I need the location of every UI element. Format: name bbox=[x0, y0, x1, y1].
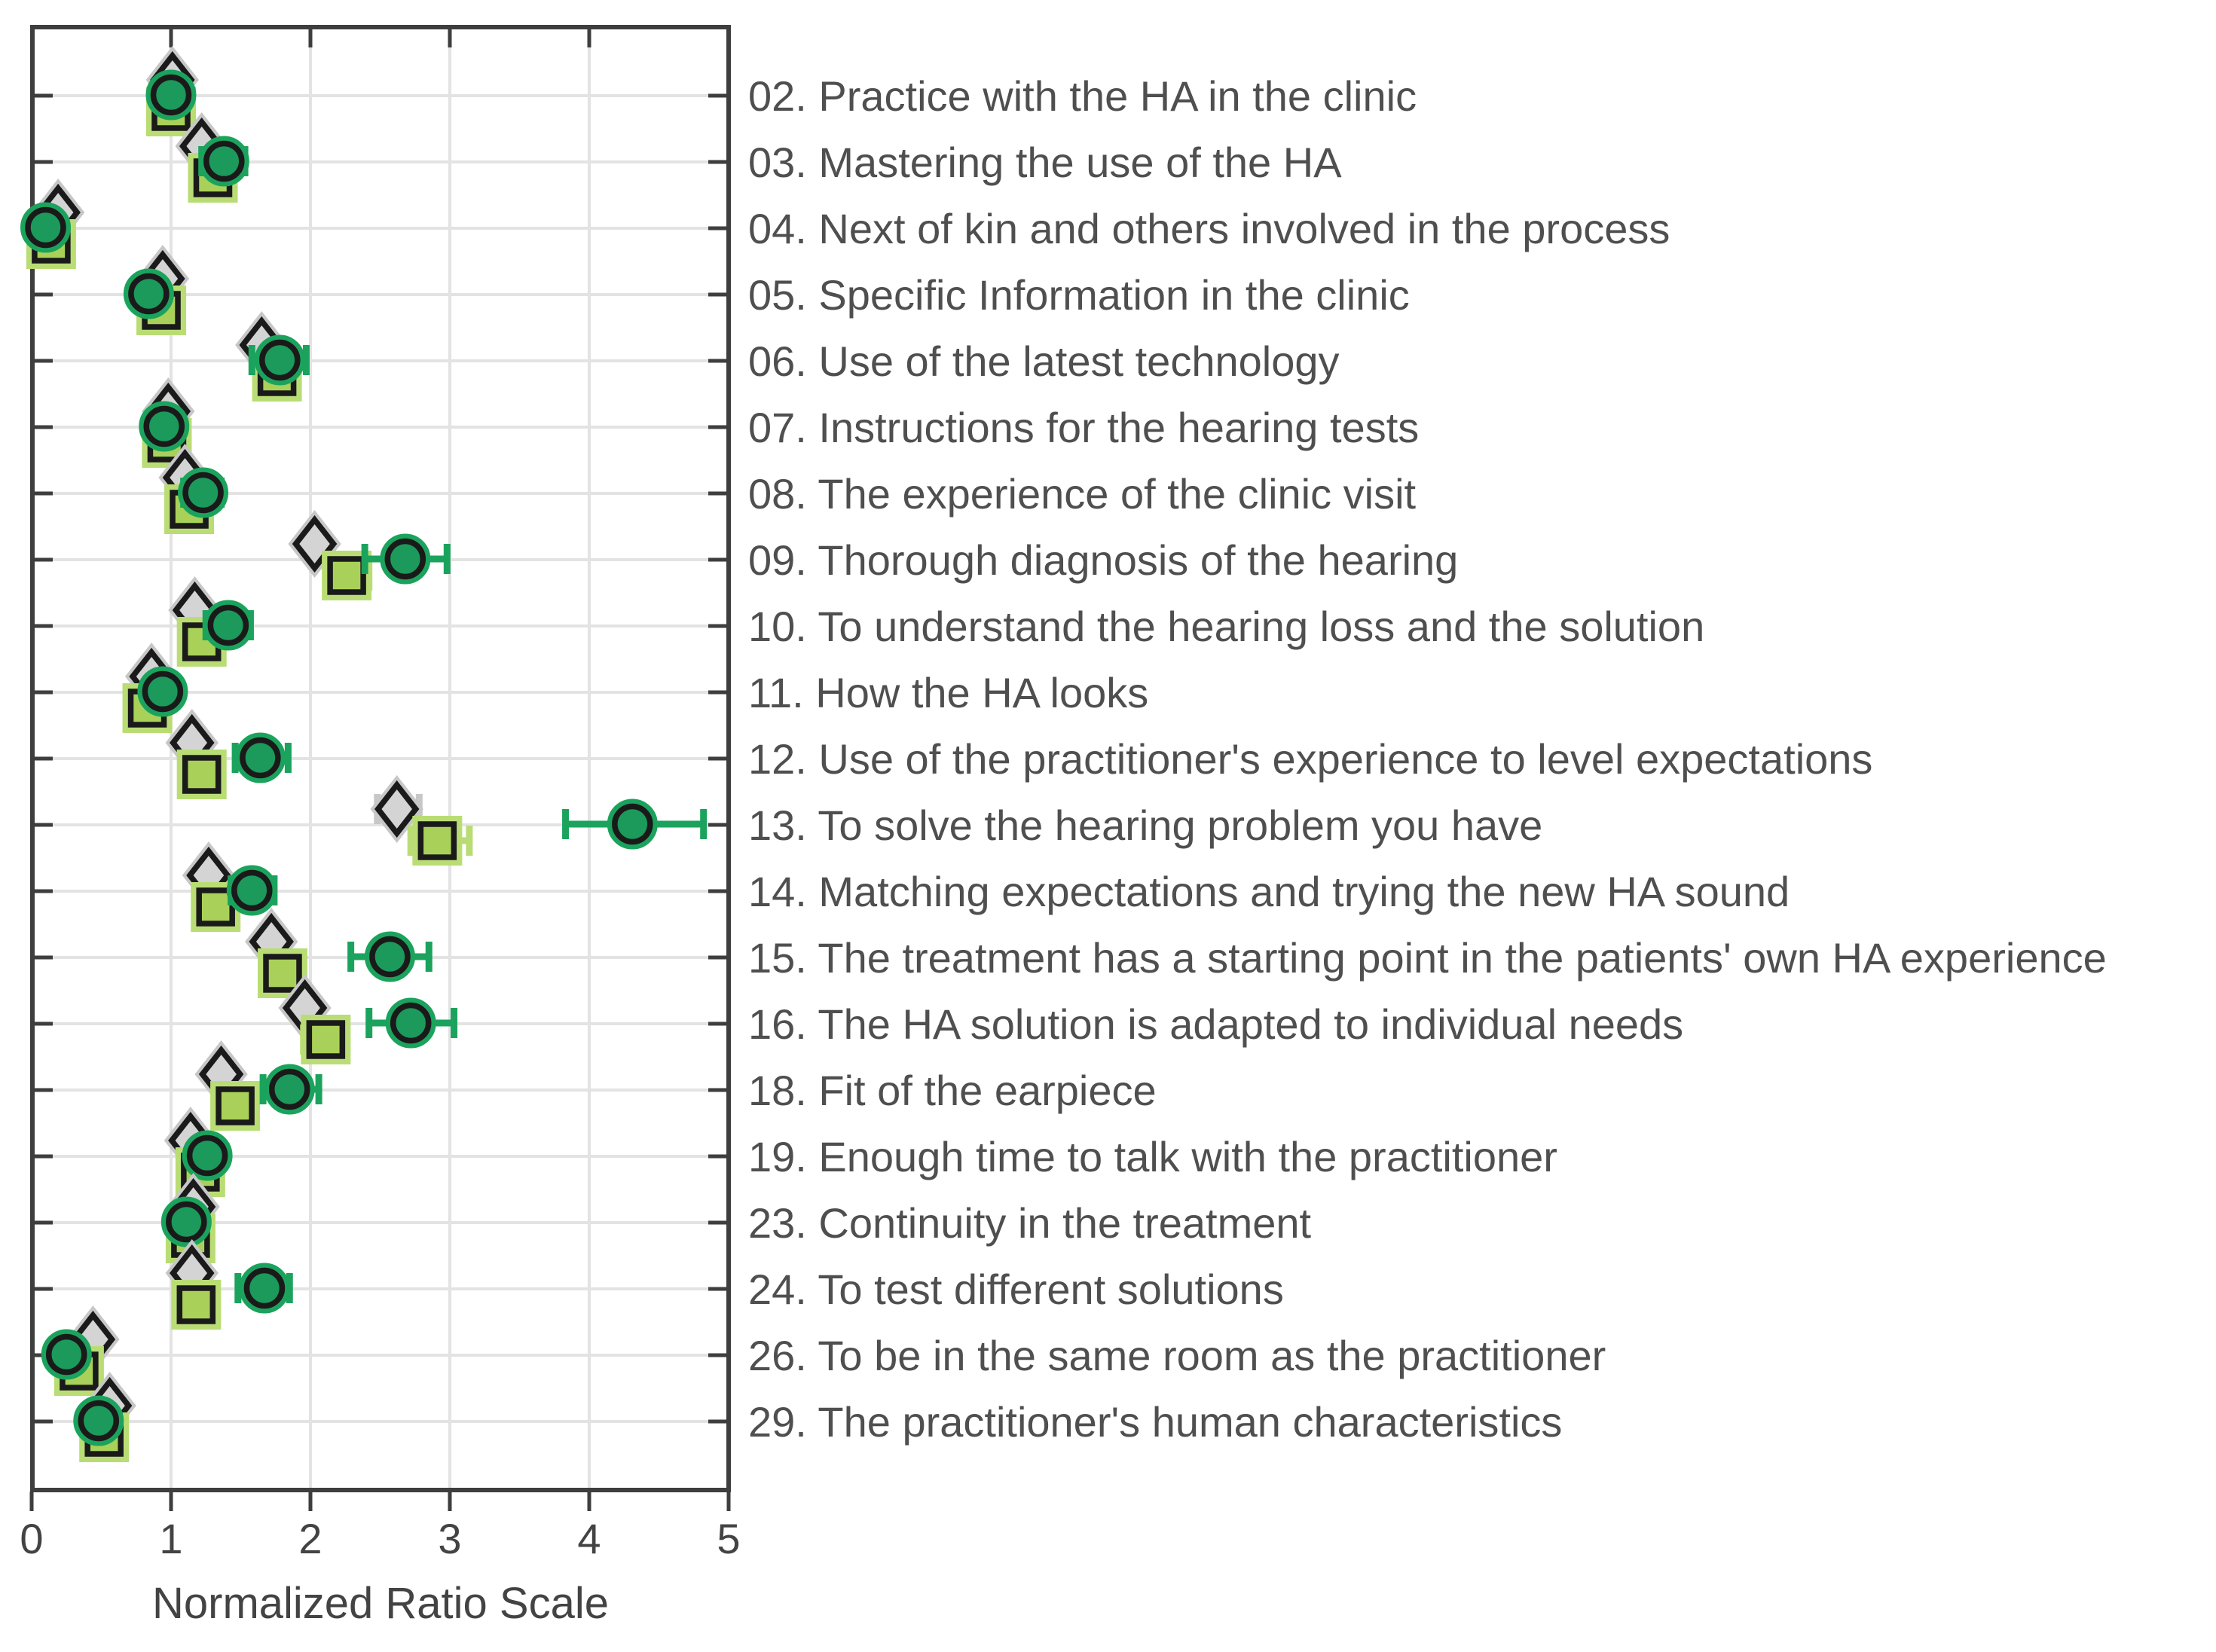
circle-marker-halo bbox=[364, 931, 415, 982]
row-label: 26. To be in the same room as the practi… bbox=[748, 1332, 1606, 1379]
circle-marker-halo bbox=[178, 467, 229, 518]
circle-marker-halo bbox=[139, 401, 190, 452]
square-marker bbox=[263, 954, 302, 993]
circle-marker-halo bbox=[607, 799, 658, 850]
circle-marker-halo bbox=[254, 334, 305, 386]
row-label: 19. Enough time to talk with the practit… bbox=[748, 1133, 1557, 1180]
circle-marker bbox=[240, 737, 281, 779]
circle-marker bbox=[128, 273, 170, 315]
square-marker-halo bbox=[412, 816, 463, 866]
circle-marker bbox=[243, 1267, 286, 1309]
row-label: 02. Practice with the HA in the clinic bbox=[748, 72, 1417, 120]
x-tick-label: 1 bbox=[159, 1515, 182, 1562]
circle-marker bbox=[390, 1002, 432, 1044]
x-tick-label: 3 bbox=[438, 1515, 461, 1562]
circle-marker bbox=[269, 1068, 310, 1110]
circle-marker bbox=[143, 405, 185, 447]
circle-marker-halo bbox=[20, 202, 71, 253]
circle-marker-halo bbox=[380, 533, 431, 585]
row-label: 07. Instructions for the hearing tests bbox=[748, 404, 1419, 451]
circle-marker bbox=[78, 1400, 120, 1442]
circle-marker-halo bbox=[203, 600, 254, 651]
square-marker-halo bbox=[258, 948, 307, 998]
square-marker bbox=[215, 1086, 255, 1125]
x-tick-label: 4 bbox=[577, 1515, 601, 1562]
row-label: 12. Use of the practitioner's experience… bbox=[748, 735, 1872, 783]
circle-marker-halo bbox=[160, 1196, 212, 1247]
row-label: 05. Specific Information in the clinic bbox=[748, 271, 1410, 319]
square-marker bbox=[182, 755, 222, 794]
circle-marker bbox=[142, 670, 184, 713]
row-label: 16. The HA solution is adapted to indivi… bbox=[748, 1000, 1683, 1048]
square-marker-halo bbox=[176, 750, 227, 799]
circle-marker bbox=[207, 604, 249, 646]
square-marker bbox=[306, 1020, 346, 1059]
circle-marker-halo bbox=[182, 1130, 233, 1181]
square-marker bbox=[417, 821, 457, 860]
x-tick-label: 5 bbox=[717, 1515, 740, 1562]
square-marker bbox=[176, 1285, 216, 1324]
circle-marker bbox=[182, 472, 224, 514]
circle-marker bbox=[369, 936, 411, 978]
diamond-marker bbox=[374, 780, 420, 838]
row-label: 10. To understand the hearing loss and t… bbox=[748, 603, 1704, 650]
circle-marker-halo bbox=[145, 69, 197, 121]
row-label: 08. The experience of the clinic visit bbox=[748, 470, 1417, 518]
row-label: 13. To solve the hearing problem you hav… bbox=[748, 802, 1542, 849]
square-marker-halo bbox=[322, 551, 372, 600]
circle-marker-halo bbox=[234, 732, 286, 783]
circle-marker bbox=[25, 206, 66, 249]
circle-marker bbox=[150, 74, 192, 116]
circle-marker bbox=[186, 1134, 228, 1177]
circle-marker-halo bbox=[264, 1064, 315, 1115]
circle-marker-halo bbox=[226, 865, 277, 916]
x-tick-label: 2 bbox=[298, 1515, 322, 1562]
x-tick-label: 0 bbox=[20, 1515, 43, 1562]
row-label: 09. Thorough diagnosis of the hearing bbox=[748, 536, 1458, 584]
circle-marker bbox=[259, 339, 301, 381]
circle-marker-halo bbox=[239, 1263, 290, 1314]
row-label: 14. Matching expectations and trying the… bbox=[748, 868, 1790, 915]
circle-marker-halo bbox=[137, 666, 188, 717]
circle-marker-halo bbox=[73, 1395, 124, 1446]
square-marker-halo bbox=[210, 1081, 261, 1131]
row-label: 24. To test different solutions bbox=[748, 1266, 1284, 1313]
row-label: 06. Use of the latest technology bbox=[748, 337, 1340, 385]
square-marker-halo bbox=[301, 1015, 351, 1064]
row-label: 15. The treatment has a starting point i… bbox=[748, 934, 2107, 982]
circle-marker-halo bbox=[41, 1329, 92, 1380]
row-label: 04. Next of kin and others involved in t… bbox=[748, 205, 1670, 252]
row-label: 03. Mastering the use of the HA bbox=[748, 139, 1342, 186]
circle-marker-halo bbox=[198, 136, 249, 187]
row-label: 23. Continuity in the treatment bbox=[748, 1199, 1312, 1247]
circle-marker bbox=[46, 1333, 87, 1376]
plot-box bbox=[30, 25, 731, 1492]
circle-marker-halo bbox=[385, 997, 436, 1049]
x-axis-label: Normalized Ratio Scale bbox=[152, 1579, 609, 1628]
circle-marker-halo bbox=[123, 268, 174, 319]
row-label: 18. Fit of the earpiece bbox=[748, 1067, 1157, 1114]
square-marker bbox=[196, 887, 235, 927]
square-marker-halo bbox=[171, 1280, 222, 1330]
row-label: 29. The practitioner's human characteris… bbox=[748, 1398, 1562, 1446]
circle-marker bbox=[384, 538, 426, 580]
circle-marker bbox=[231, 869, 273, 912]
circle-marker bbox=[612, 803, 653, 845]
circle-marker bbox=[203, 140, 245, 182]
circle-marker bbox=[166, 1201, 207, 1243]
square-marker bbox=[327, 556, 366, 595]
row-label: 11. How the HA looks bbox=[748, 669, 1148, 716]
